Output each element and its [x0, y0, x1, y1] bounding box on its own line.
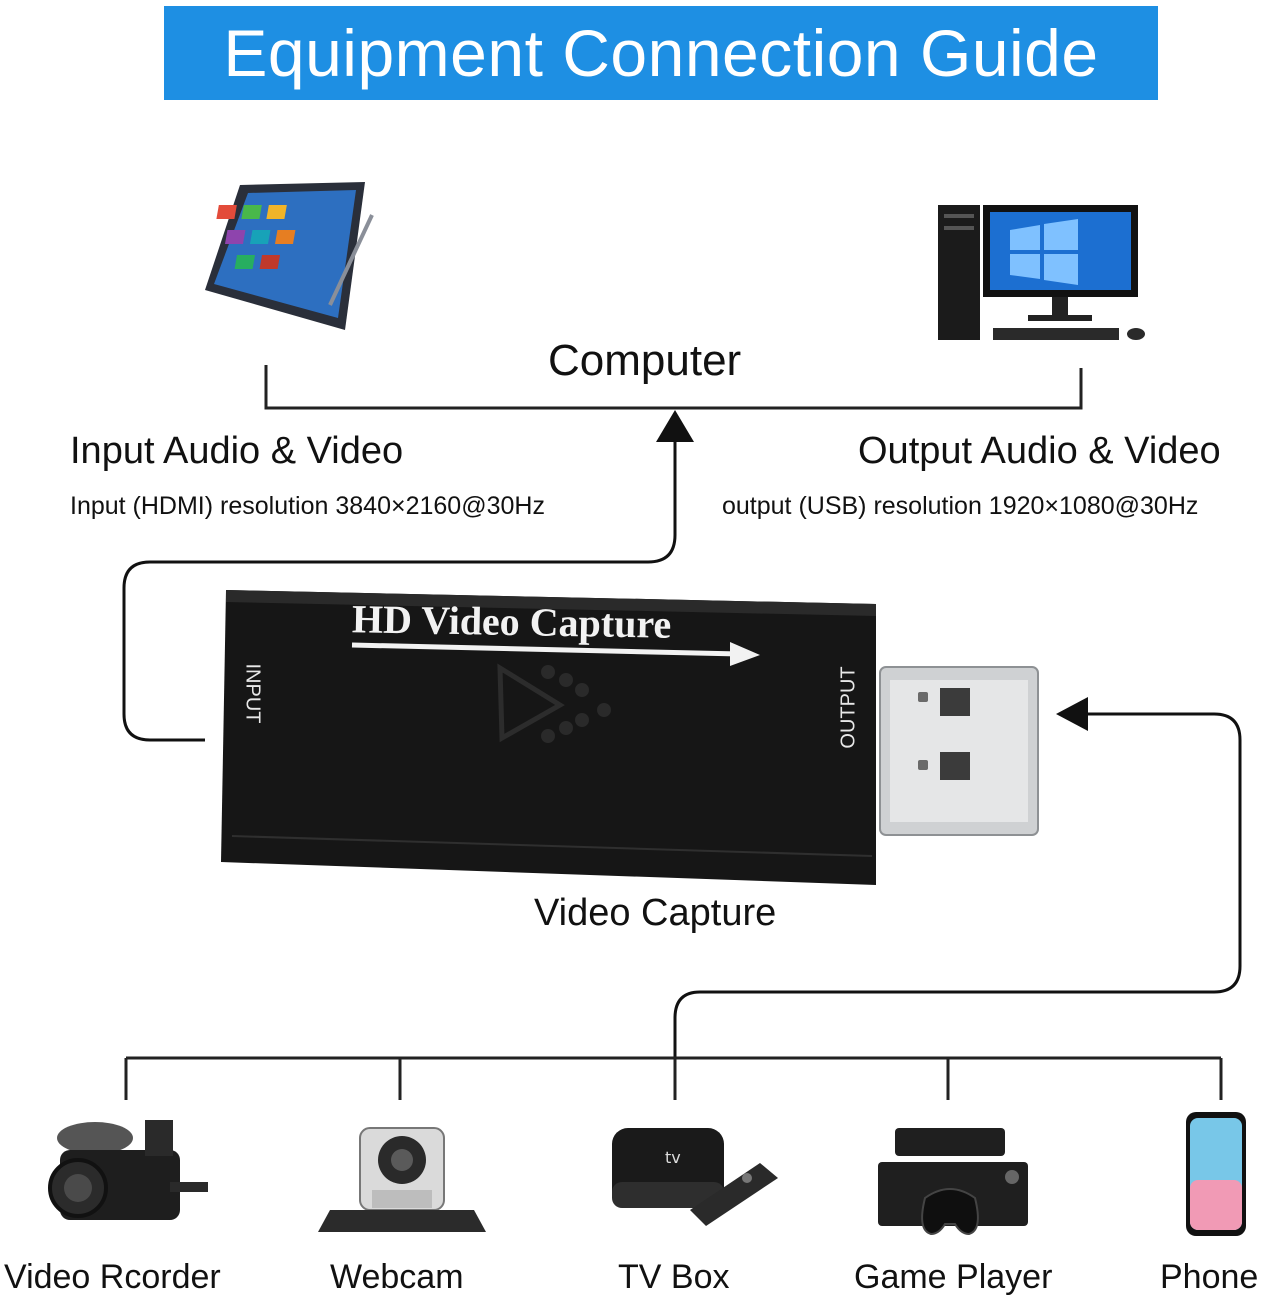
- computer-label: Computer: [548, 336, 742, 385]
- output-detail: output (USB) resolution 1920×1080@30Hz: [722, 492, 1199, 520]
- webcam-icon: [318, 1127, 486, 1232]
- input-detail: Input (HDMI) resolution 3840×2160@30Hz: [70, 492, 545, 520]
- output-port-label: OUTPUT: [837, 666, 860, 749]
- source-label-game-player: Game Player: [854, 1258, 1053, 1296]
- source-label-camcorder: Video Rcorder: [4, 1258, 221, 1296]
- input-port-label: INPUT: [241, 663, 264, 724]
- title-banner: Equipment Connection Guide: [164, 6, 1158, 100]
- device-title: HD Video Capture: [351, 596, 672, 647]
- input-heading: Input Audio & Video: [70, 430, 404, 472]
- source-label-tv-box: TV Box: [618, 1258, 730, 1296]
- source-label-phone: Phone: [1160, 1258, 1259, 1296]
- tv-box-icon: tv: [612, 1128, 778, 1226]
- video-capture-label: Video Capture: [534, 892, 777, 934]
- source-label-webcam: Webcam: [330, 1258, 464, 1296]
- desktop-pc-icon: [938, 205, 1145, 340]
- output-heading: Output Audio & Video: [858, 430, 1221, 472]
- camcorder-icon: [48, 1120, 208, 1220]
- phone-icon: [1186, 1112, 1246, 1236]
- page-title: Equipment Connection Guide: [223, 16, 1099, 90]
- svg-text:tv: tv: [665, 1148, 681, 1167]
- capture-device: [221, 590, 1039, 885]
- laptop-icon: [205, 182, 374, 330]
- game-console-icon: [878, 1128, 1028, 1236]
